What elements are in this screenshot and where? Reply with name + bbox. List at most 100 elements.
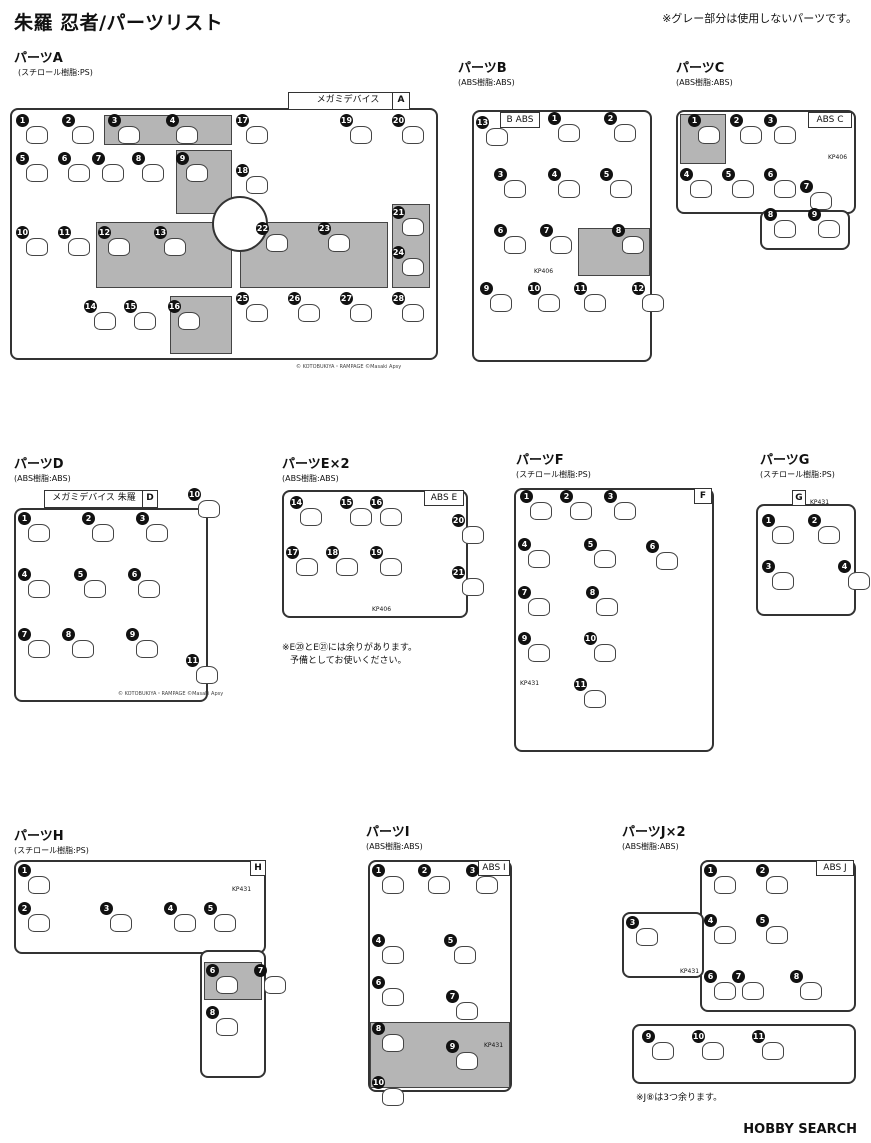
parts-b-code: KP406 <box>534 268 554 275</box>
part-outline <box>402 304 424 322</box>
part-number-badge: 14 <box>290 496 303 509</box>
part-number-badge: 3 <box>100 902 113 915</box>
parts-b-title: パーツB <box>458 61 507 76</box>
part-outline <box>610 180 632 198</box>
parts-i-tag: ABS I <box>478 860 510 876</box>
part-number-badge: 21 <box>452 566 465 579</box>
part-outline <box>740 126 762 144</box>
part-number-badge: 9 <box>518 632 531 645</box>
part-outline <box>528 550 550 568</box>
parts-e-material: (ABS樹脂:ABS) <box>282 474 339 483</box>
part-number-badge: 2 <box>604 112 617 125</box>
parts-e-tag-letter: E <box>451 493 458 503</box>
part-outline <box>110 914 132 932</box>
part-outline <box>26 126 48 144</box>
part-outline <box>350 508 372 526</box>
parts-e-note-1: ※E⑳とE㉑には余りがあります。 <box>282 643 418 653</box>
part-number-badge: 12 <box>98 226 111 239</box>
part-number-badge: 13 <box>476 116 489 129</box>
parts-a-material: (スチロール樹脂:PS) <box>18 68 93 77</box>
part-outline <box>382 1034 404 1052</box>
part-number-badge: 4 <box>518 538 531 551</box>
part-outline <box>146 524 168 542</box>
part-outline <box>28 640 50 658</box>
part-number-badge: 22 <box>256 222 269 235</box>
part-number-badge: 11 <box>58 226 71 239</box>
part-outline <box>402 126 424 144</box>
parts-d-tag: メガミデバイス 朱羅 <box>44 490 144 508</box>
part-number-badge: 1 <box>704 864 717 877</box>
part-outline <box>68 238 90 256</box>
part-number-badge: 6 <box>372 976 385 989</box>
part-outline <box>584 690 606 708</box>
part-outline <box>456 1052 478 1070</box>
part-outline <box>772 572 794 590</box>
parts-g-tag-letter: G <box>792 490 806 506</box>
part-number-badge: 1 <box>520 490 533 503</box>
part-outline <box>28 876 50 894</box>
unused-area <box>370 1022 510 1088</box>
parts-a-credit: © KOTOBUKIYA・RAMPAGE ©Masaki Apsy <box>296 364 402 370</box>
part-number-badge: 11 <box>186 654 199 667</box>
unused-parts-note: ※グレー部分は使用しないパーツです。 <box>662 12 857 25</box>
part-number-badge: 11 <box>574 678 587 691</box>
part-outline <box>118 126 140 144</box>
part-number-badge: 5 <box>756 914 769 927</box>
part-number-badge: 27 <box>340 292 353 305</box>
parts-h-tag-letter: H <box>250 860 266 876</box>
part-number-badge: 25 <box>236 292 249 305</box>
part-outline <box>94 312 116 330</box>
parts-h-title: パーツH <box>14 829 64 844</box>
parts-d-tag-letter: D <box>142 490 158 508</box>
part-number-badge: 4 <box>838 560 851 573</box>
part-number-badge: 4 <box>164 902 177 915</box>
parts-b-tag-material: ABS <box>515 115 534 125</box>
part-outline <box>266 234 288 252</box>
part-outline <box>402 218 424 236</box>
part-number-badge: 10 <box>188 488 201 501</box>
part-outline <box>382 1088 404 1106</box>
part-outline <box>300 508 322 526</box>
parts-a-tag: メガミデバイス <box>288 92 408 110</box>
part-number-badge: 5 <box>74 568 87 581</box>
part-outline <box>28 524 50 542</box>
part-number-badge: 10 <box>584 632 597 645</box>
part-number-badge: 3 <box>108 114 121 127</box>
part-number-badge: 28 <box>392 292 405 305</box>
part-number-badge: 19 <box>340 114 353 127</box>
part-outline <box>486 128 508 146</box>
part-outline <box>538 294 560 312</box>
part-number-badge: 1 <box>16 114 29 127</box>
parts-f-runner <box>514 488 714 752</box>
parts-c-tag-letter: C <box>837 115 844 125</box>
part-outline <box>800 982 822 1000</box>
parts-j-tag-material: ABS <box>823 863 842 873</box>
part-number-badge: 1 <box>372 864 385 877</box>
part-outline <box>196 666 218 684</box>
part-number-badge: 7 <box>254 964 267 977</box>
parts-g-title: パーツG <box>760 453 810 468</box>
part-outline <box>84 580 106 598</box>
part-number-badge: 4 <box>680 168 693 181</box>
parts-e-code: KP406 <box>372 606 392 613</box>
part-number-badge: 8 <box>372 1022 385 1035</box>
part-number-badge: 1 <box>762 514 775 527</box>
part-outline <box>594 644 616 662</box>
part-number-badge: 20 <box>392 114 405 127</box>
part-number-badge: 7 <box>800 180 813 193</box>
part-number-badge: 2 <box>560 490 573 503</box>
part-number-badge: 6 <box>128 568 141 581</box>
part-number-badge: 4 <box>18 568 31 581</box>
part-number-badge: 5 <box>16 152 29 165</box>
part-outline <box>456 1002 478 1020</box>
part-number-badge: 11 <box>752 1030 765 1043</box>
part-outline <box>68 164 90 182</box>
parts-j-title: パーツJ×2 <box>622 825 686 840</box>
parts-i-code: KP431 <box>484 1042 504 1049</box>
part-number-badge: 11 <box>574 282 587 295</box>
part-outline <box>26 238 48 256</box>
parts-d-tag-name: メガミデバイス 朱羅 <box>52 493 136 503</box>
part-number-badge: 4 <box>704 914 717 927</box>
part-outline <box>454 946 476 964</box>
part-outline <box>142 164 164 182</box>
